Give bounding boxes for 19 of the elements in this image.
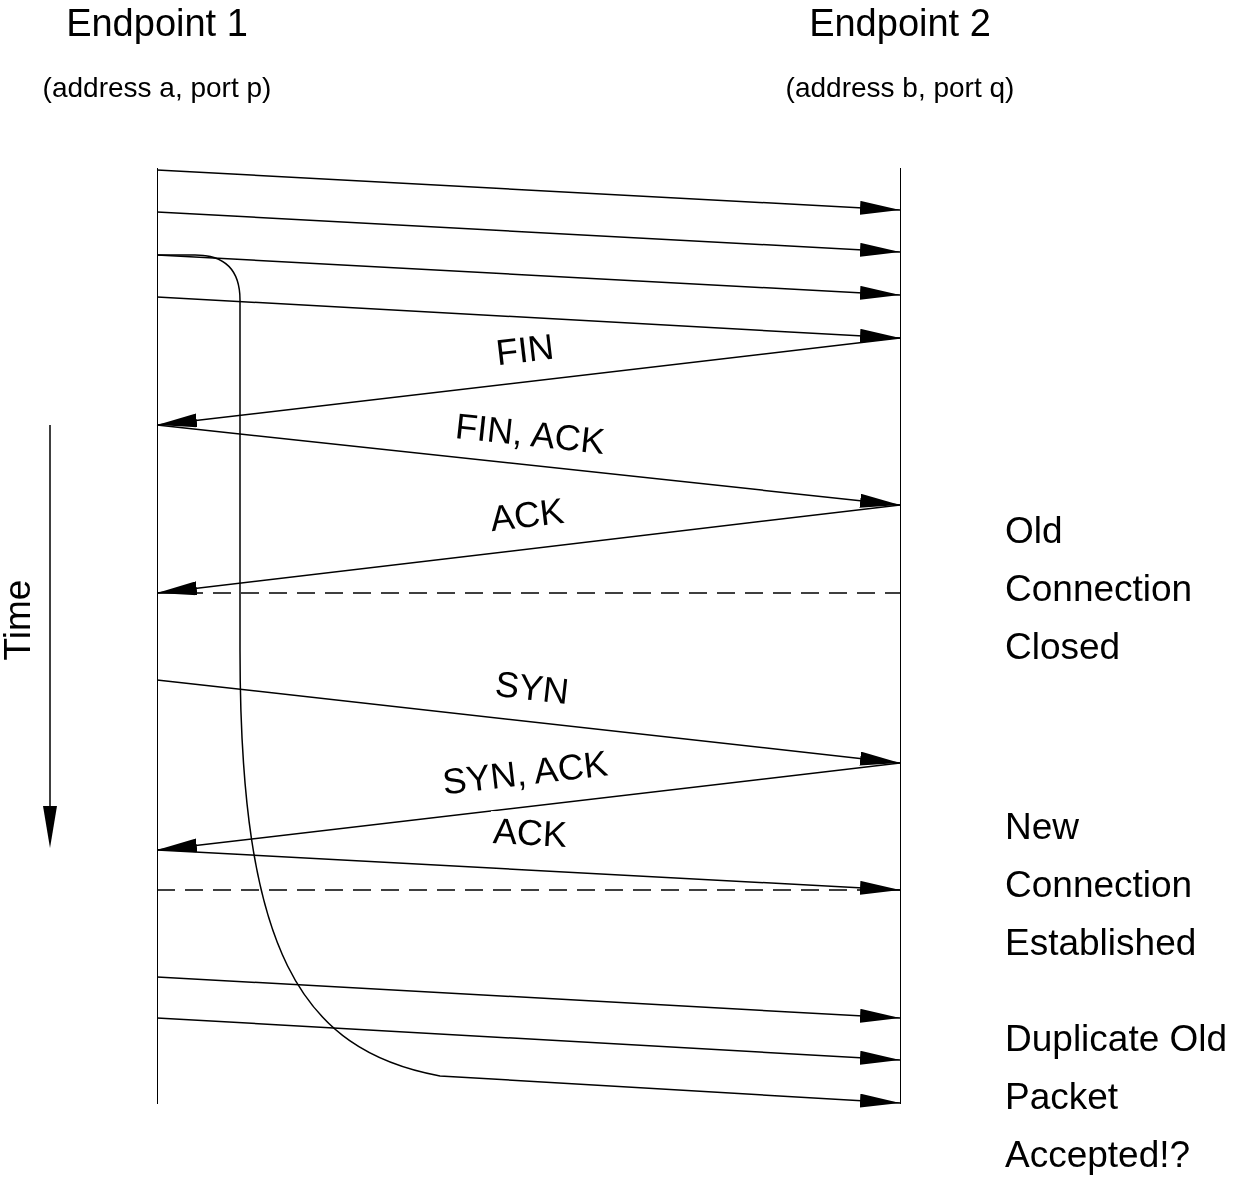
dashed-line: [156, 889, 901, 891]
phase-note: Duplicate Old Packet Accepted!?: [1005, 1017, 1229, 1177]
dashed-line: [156, 592, 901, 594]
endpoint-title: Endpoint 2: [808, 2, 992, 45]
endpoint-title: Endpoint 1: [65, 2, 249, 45]
phase-note: New Connection Established: [1005, 805, 1198, 965]
message-arrow: [156, 169, 901, 215]
phase-note: Old Connection Closed: [1005, 509, 1194, 669]
message-arrow: [156, 337, 901, 428]
message-arrow: [156, 296, 901, 343]
axis-label: Time: [0, 579, 39, 661]
message-arrow: [156, 211, 901, 257]
message-arrow: [156, 679, 901, 766]
message-arrow: [156, 1017, 901, 1065]
endpoint-address: (address b, port q): [784, 72, 1016, 104]
message-arrow: [156, 424, 901, 508]
message-arrow: [156, 254, 901, 1108]
message-arrow: [156, 976, 901, 1023]
endpoint-address: (address a, port p): [41, 72, 273, 104]
